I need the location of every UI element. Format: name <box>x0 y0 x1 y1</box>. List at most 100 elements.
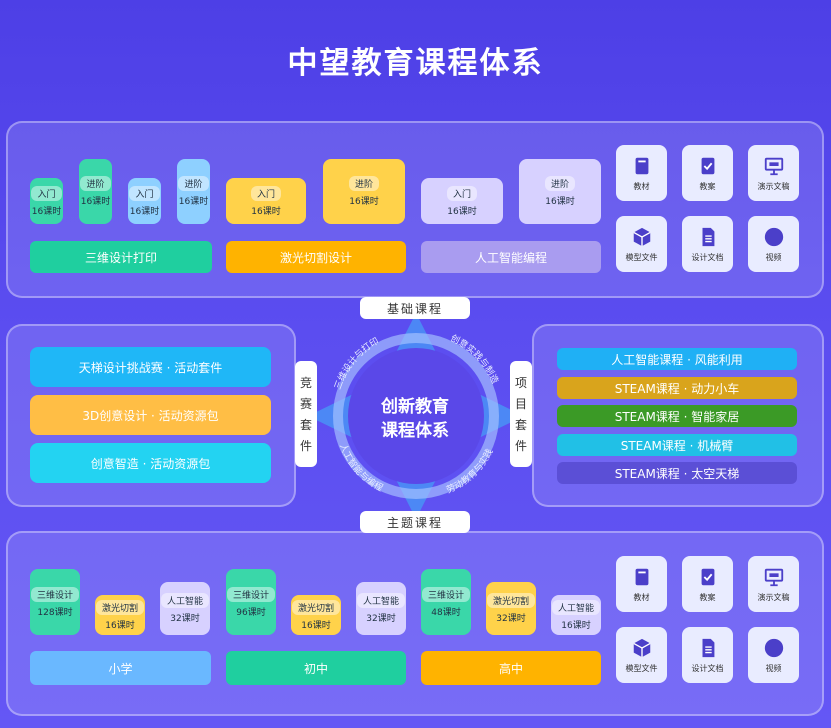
center-title-line2: 课程体系 <box>381 421 449 441</box>
label-foundation: 基础课程 <box>360 297 470 319</box>
course-chip: 进阶 16课时 <box>177 159 210 224</box>
chip-level: 入门 <box>129 185 160 201</box>
resource-lesson-plan[interactable]: 教案 <box>682 556 733 612</box>
center-title-line1: 创新教育 <box>381 397 449 417</box>
resource-textbook[interactable]: 教材 <box>616 145 667 201</box>
resource-lesson-plan[interactable]: 教案 <box>682 145 733 201</box>
resource-grid: 教材 教案 演示文稿 模型文件 设计文档 视频 <box>616 145 799 272</box>
project-kit-item[interactable]: 人工智能课程 · 风能利用 <box>557 348 797 370</box>
chip-level: 进阶 <box>80 176 111 191</box>
project-kit-item[interactable]: STEAM课程 · 动力小车 <box>557 377 797 399</box>
chip-hours: 128课时 <box>37 607 73 618</box>
resource-label: 教材 <box>633 592 650 602</box>
page-title: 中望教育课程体系 <box>287 46 544 81</box>
chip-hours: 32课时 <box>170 614 200 624</box>
group-bar-laser-cutting: 激光切割设计 <box>226 241 406 273</box>
document-icon <box>702 638 714 657</box>
stage-bar-senior: 高中 <box>421 651 601 685</box>
course-chip: 进阶 16课时 <box>519 159 601 224</box>
competition-kit-item[interactable]: 天梯设计挑战赛 · 活动套件 <box>30 347 271 387</box>
group-bar-ai-programming: 人工智能编程 <box>421 241 601 273</box>
project-kit-item[interactable]: STEAM课程 · 太空天梯 <box>557 462 797 484</box>
chip-hours: 48课时 <box>431 607 461 618</box>
chip-hours: 16课时 <box>545 197 575 207</box>
resource-model-file[interactable]: 模型文件 <box>616 627 667 683</box>
resource-slides[interactable]: 演示文稿 <box>748 556 799 612</box>
project-kit-item[interactable]: STEAM课程 · 智能家居 <box>557 405 797 427</box>
course-chip: 激光切割 32课时 <box>486 582 536 635</box>
book-icon <box>635 568 648 585</box>
center-ring <box>333 333 499 499</box>
chip-level: 入门 <box>446 185 477 201</box>
resource-design-doc[interactable]: 设计文档 <box>682 216 733 272</box>
chip-hours: 16课时 <box>178 197 209 207</box>
chip-level: 进阶 <box>178 176 209 191</box>
resource-label: 视频 <box>765 663 782 673</box>
chip-course: 三维设计 <box>30 586 79 602</box>
label-competition: 竞 赛 套 件 <box>295 361 317 467</box>
chip-course: 人工智能 <box>551 599 600 615</box>
course-chip: 进阶 16课时 <box>323 159 405 224</box>
resource-label: 模型文件 <box>625 663 658 673</box>
label-char: 赛 <box>299 397 312 411</box>
course-chip: 三维设计 96课时 <box>226 569 276 635</box>
course-chip: 入门 16课时 <box>226 178 306 224</box>
label-char: 件 <box>514 439 527 453</box>
resource-textbook[interactable]: 教材 <box>616 556 667 612</box>
chip-level: 入门 <box>31 185 62 201</box>
label-char: 目 <box>514 397 527 411</box>
label-project: 项 目 套 件 <box>510 361 532 467</box>
course-chip: 三维设计 48课时 <box>421 569 471 635</box>
chip-course: 人工智能 <box>356 593 405 608</box>
resource-model-file[interactable]: 模型文件 <box>616 216 667 272</box>
chip-course: 激光切割 <box>291 599 340 615</box>
chip-hours: 16课时 <box>301 620 331 631</box>
label-char: 件 <box>299 439 312 453</box>
course-chip: 人工智能 32课时 <box>160 582 210 635</box>
cube-icon <box>632 227 651 246</box>
checklist-icon <box>701 157 714 174</box>
course-chip: 入门 16课时 <box>421 178 503 224</box>
book-icon <box>635 157 648 174</box>
label-theme: 主题课程 <box>360 511 470 533</box>
resource-grid: 教材 教案 演示文稿 模型文件 设计文档 视频 <box>616 556 799 683</box>
document-icon <box>702 227 714 246</box>
project-kit-item[interactable]: STEAM课程 · 机械臂 <box>557 434 797 456</box>
course-chip: 激光切割 16课时 <box>291 595 341 635</box>
competition-kit-item[interactable]: 3D创意设计 · 活动资源包 <box>30 395 271 435</box>
resource-label: 演示文稿 <box>757 592 790 602</box>
chip-hours: 96课时 <box>236 607 266 618</box>
chip-hours: 16课时 <box>447 206 477 217</box>
video-icon <box>764 227 783 246</box>
resource-video[interactable]: 视频 <box>748 627 799 683</box>
course-chip: 激光切割 16课时 <box>95 595 145 635</box>
chip-hours: 16课时 <box>105 620 135 631</box>
center-title: 创新教育 课程体系 <box>357 395 473 443</box>
group-bar-3d-printing: 三维设计打印 <box>30 241 212 273</box>
center-disc <box>348 348 484 484</box>
course-chip: 进阶 16课时 <box>79 159 112 224</box>
chip-hours: 16课时 <box>349 197 379 207</box>
resource-label: 模型文件 <box>625 252 658 262</box>
presentation-icon <box>764 568 783 586</box>
chip-level: 进阶 <box>348 176 379 191</box>
stage-bar-junior: 初中 <box>226 651 406 685</box>
chip-hours: 16课时 <box>561 620 591 631</box>
label-char: 竞 <box>299 376 312 390</box>
resource-label: 教案 <box>699 181 716 191</box>
chip-course: 三维设计 <box>421 586 470 602</box>
resource-design-doc[interactable]: 设计文档 <box>682 627 733 683</box>
label-char: 套 <box>514 418 527 432</box>
chip-hours: 16课时 <box>31 206 62 217</box>
resource-label: 设计文档 <box>691 252 724 262</box>
chip-hours: 32课时 <box>496 614 526 624</box>
competition-kit-item[interactable]: 创意智造 · 活动资源包 <box>30 443 271 483</box>
checklist-icon <box>701 568 714 585</box>
cube-icon <box>632 638 651 657</box>
chip-hours: 16课时 <box>80 197 111 207</box>
resource-slides[interactable]: 演示文稿 <box>748 145 799 201</box>
stage-bar-primary: 小学 <box>30 651 211 685</box>
video-icon <box>764 638 783 657</box>
resource-video[interactable]: 视频 <box>748 216 799 272</box>
chip-course: 激光切割 <box>486 593 535 608</box>
